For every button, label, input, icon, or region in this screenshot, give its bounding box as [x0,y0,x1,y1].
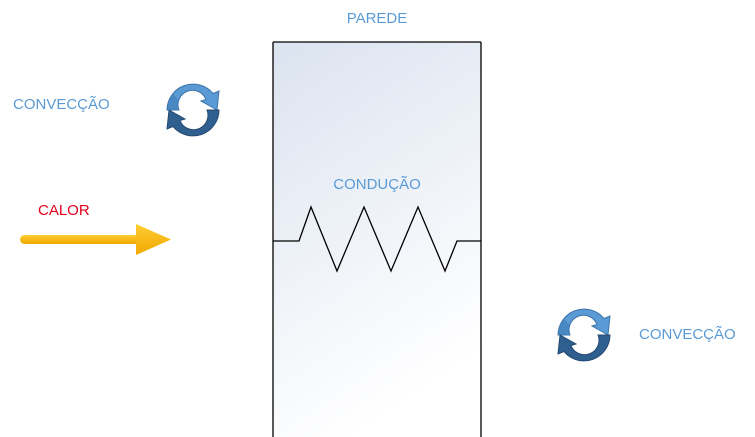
wall-body [273,42,481,437]
convection-left-label: CONVECÇÃO [13,96,110,113]
convection-right-icon [557,308,611,362]
heat-label: CALOR [38,202,90,219]
wall-label: PAREDE [347,10,408,27]
conduction-label: CONDUÇÃO [333,176,421,193]
convection-left-icon [166,83,220,137]
convection-right-label: CONVECÇÃO [639,326,736,343]
resistor-icon [273,205,481,273]
heat-arrow-icon [20,224,171,255]
